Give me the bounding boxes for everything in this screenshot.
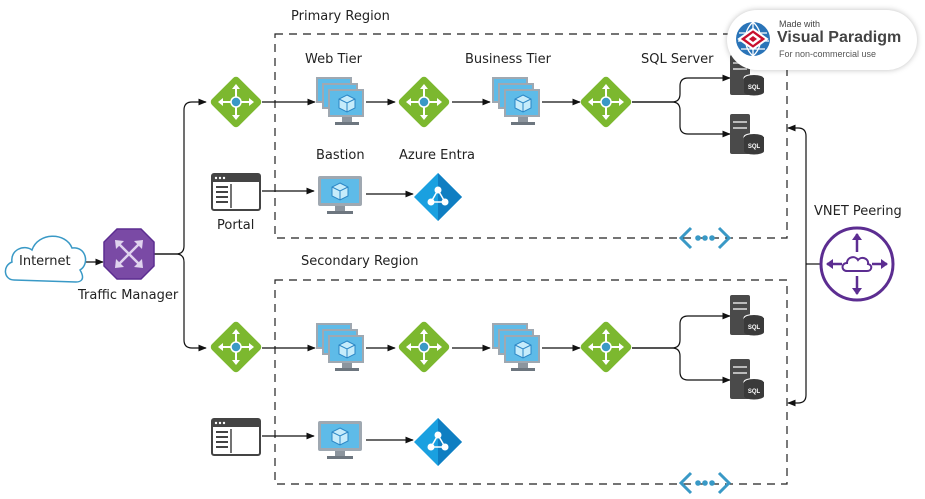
sql-server-icon (729, 294, 765, 336)
azure-entra-icon (413, 417, 463, 467)
secondary-region-box (274, 279, 788, 485)
load-balancer-icon (578, 74, 634, 130)
edge-lb-sql3 (632, 312, 731, 349)
vnet-peering-icon (819, 226, 895, 302)
load-balancer-icon (578, 319, 634, 375)
primary-region-label: Primary Region (291, 9, 390, 24)
load-balancer-icon (208, 319, 264, 375)
traffic-manager-icon (103, 228, 155, 280)
edge-traffic-lb1 (154, 98, 207, 255)
vnet-peering-label: VNET Peering (814, 204, 902, 219)
web-tier-label: Web Tier (305, 52, 362, 67)
edge-lb-sql2 (632, 101, 731, 138)
load-balancer-icon (208, 74, 264, 130)
business-tier-label: Business Tier (465, 52, 551, 67)
web-tier-vm-icon (315, 76, 365, 126)
business-tier-vm-icon (491, 322, 541, 372)
load-balancer-icon (396, 319, 452, 375)
web-tier-vm-icon (315, 322, 365, 372)
traffic-manager-label: Traffic Manager (78, 288, 179, 303)
internet-label: Internet (19, 254, 71, 269)
internet-cloud-icon (4, 235, 87, 283)
business-tier-vm-icon (491, 76, 541, 126)
bastion-vm-icon (317, 420, 363, 460)
watermark-line3: For non-commercial use (779, 49, 877, 59)
edge-traffic-lb2 (154, 253, 207, 352)
portal-icon (211, 173, 261, 211)
visual-paradigm-watermark: Made with Visual Paradigm For non-commer… (727, 10, 917, 70)
sql-server-icon (729, 358, 765, 400)
azure-entra-icon (413, 172, 463, 222)
load-balancer-icon (396, 74, 452, 130)
bastion-label: Bastion (316, 148, 365, 163)
vnet-icon (679, 471, 731, 495)
azure-entra-label: Azure Entra (399, 148, 476, 163)
edge-lb-sql1 (632, 74, 731, 103)
sql-server-label: SQL Server (641, 52, 714, 67)
watermark-line2: Visual Paradigm (777, 29, 902, 46)
globe-logo-icon (736, 21, 770, 57)
primary-region-box (274, 33, 788, 239)
portal-label: Portal (217, 218, 255, 233)
secondary-region-label: Secondary Region (301, 254, 419, 269)
watermark-line1: Made with (779, 19, 821, 29)
sql-server-icon (729, 113, 765, 155)
edge-lb-sql4 (632, 347, 731, 384)
portal-icon (211, 418, 261, 456)
bastion-vm-icon (317, 175, 363, 215)
edge-vnet-peering (787, 124, 807, 407)
